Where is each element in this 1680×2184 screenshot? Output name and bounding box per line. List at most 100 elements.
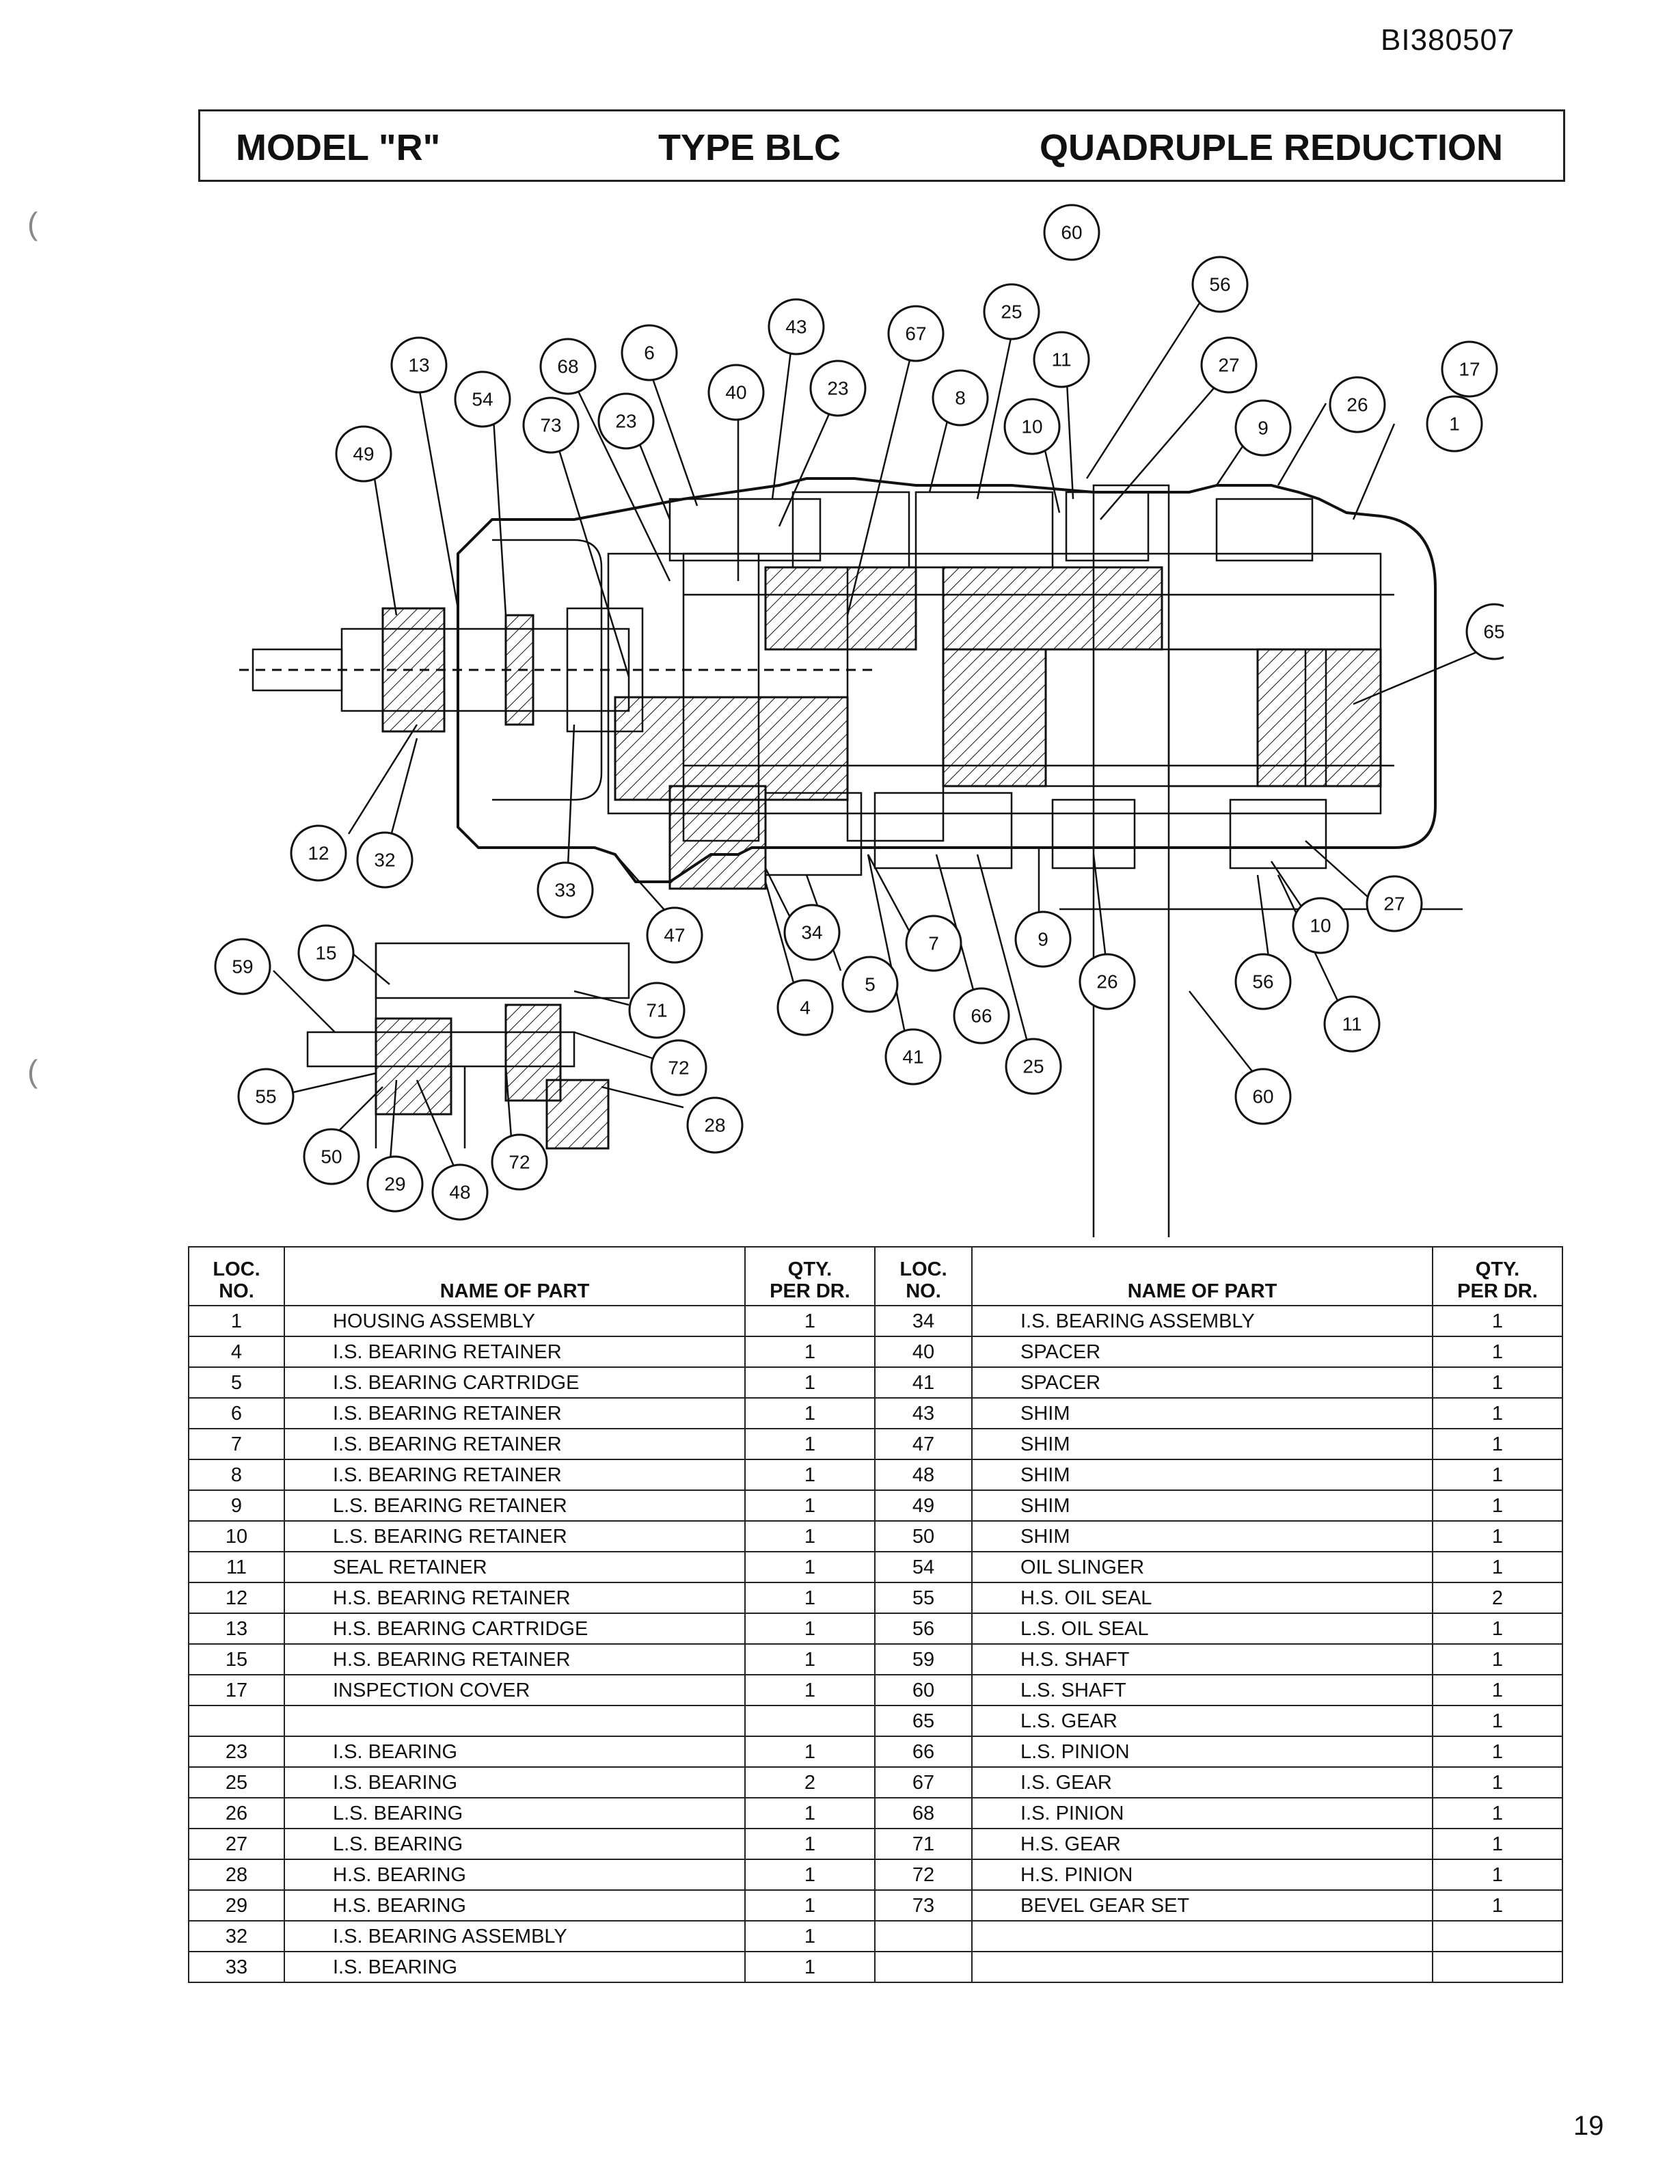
model-title: MODEL "R" [236, 127, 441, 168]
qty-cell: 1 [1432, 1489, 1563, 1522]
part-name-cell: H.S. BEARING [284, 1889, 746, 1922]
svg-text:9: 9 [1038, 929, 1048, 950]
callout-12: 12 [290, 824, 347, 882]
qty-cell: 1 [1432, 1736, 1563, 1768]
callout-72-bottom: 72 [491, 1133, 548, 1191]
qty-cell: 1 [1432, 1613, 1563, 1645]
callout-59: 59 [214, 938, 271, 995]
part-name-cell: L.S. SHAFT [971, 1674, 1433, 1706]
header-loc-no: LOC. NO. [188, 1246, 285, 1306]
part-name-cell: OIL SLINGER [971, 1551, 1433, 1583]
part-name-cell: H.S. BEARING RETAINER [284, 1582, 746, 1614]
loc-cell: 50 [874, 1520, 973, 1552]
qty-cell: 1 [744, 1920, 876, 1952]
svg-text:15: 15 [315, 943, 336, 964]
loc-cell: 67 [874, 1766, 973, 1798]
type-title: TYPE BLC [658, 127, 841, 168]
svg-text:72: 72 [509, 1152, 530, 1173]
reduction-title: QUADRUPLE REDUCTION [1040, 127, 1504, 168]
input-shaft [239, 607, 875, 733]
loc-cell: 43 [874, 1397, 973, 1429]
part-name-cell: I.S. BEARING CARTRIDGE [284, 1366, 746, 1399]
callout-33: 33 [537, 861, 594, 919]
callout-1: 1 [1426, 395, 1483, 453]
svg-text:10: 10 [1021, 416, 1042, 437]
qty-cell: 1 [1432, 1674, 1563, 1706]
callout-54: 54 [454, 370, 511, 428]
callout-32: 32 [356, 831, 414, 889]
loc-cell: 12 [188, 1582, 285, 1614]
callout-9-bottom: 9 [1014, 911, 1072, 968]
qty-cell: 1 [744, 1828, 876, 1860]
loc-cell: 4 [188, 1336, 285, 1368]
callout-55: 55 [237, 1068, 295, 1125]
part-name-cell: H.S. BEARING [284, 1859, 746, 1891]
loc-cell: 41 [874, 1366, 973, 1399]
loc-cell: 28 [188, 1859, 285, 1891]
callout-6: 6 [621, 324, 678, 381]
callout-40: 40 [707, 364, 765, 421]
part-name-cell: SHIM [971, 1428, 1433, 1460]
header-qty-per-dr: QTY. PER DR. [1432, 1246, 1563, 1306]
loc-cell: 59 [874, 1643, 973, 1675]
part-name-cell: I.S. PINION [971, 1797, 1433, 1829]
svg-text:9: 9 [1258, 418, 1269, 439]
svg-text:72: 72 [668, 1057, 689, 1079]
part-name-cell: I.S. BEARING ASSEMBLY [971, 1305, 1433, 1337]
qty-cell: 1 [1432, 1859, 1563, 1891]
part-name-cell: H.S. GEAR [971, 1828, 1433, 1860]
qty-cell: 1 [744, 1674, 876, 1706]
svg-text:29: 29 [384, 1174, 405, 1195]
header-name-of-part: NAME OF PART [284, 1246, 746, 1306]
loc-cell: 7 [188, 1428, 285, 1460]
callout-23-right: 23 [809, 360, 867, 417]
qty-cell: 1 [744, 1305, 876, 1337]
header-qty-per-dr: QTY. PER DR. [744, 1246, 876, 1306]
bearings [668, 491, 1463, 911]
exploded-assembly-drawing: 60 56 43 67 25 13 54 68 6 40 23 11 27 17… [214, 204, 1504, 1237]
part-name-cell: I.S. BEARING RETAINER [284, 1459, 746, 1491]
qty-cell: 1 [744, 1736, 876, 1768]
loc-cell: 11 [188, 1551, 285, 1583]
loc-cell: 54 [874, 1551, 973, 1583]
qty-cell: 1 [1432, 1336, 1563, 1368]
svg-text:23: 23 [615, 411, 636, 432]
callout-8: 8 [932, 369, 989, 427]
loc-cell: 33 [188, 1951, 285, 1983]
svg-text:41: 41 [902, 1047, 923, 1068]
callout-17: 17 [1441, 340, 1498, 398]
svg-text:32: 32 [374, 850, 395, 871]
part-name-cell: I.S. BEARING [284, 1951, 746, 1983]
callout-10-bottom: 10 [1292, 897, 1349, 954]
svg-text:26: 26 [1096, 971, 1117, 993]
svg-text:60: 60 [1061, 222, 1082, 243]
qty-cell: 1 [1432, 1459, 1563, 1491]
part-name-cell: I.S. BEARING RETAINER [284, 1428, 746, 1460]
scan-artifact: ( [27, 206, 38, 241]
svg-text:11: 11 [1342, 1014, 1361, 1035]
svg-text:56: 56 [1252, 971, 1273, 993]
loc-cell: 26 [188, 1797, 285, 1829]
document-code: BI380507 [1381, 23, 1515, 57]
svg-text:34: 34 [801, 922, 822, 943]
svg-text:67: 67 [905, 323, 926, 345]
header-name-of-part: NAME OF PART [971, 1246, 1433, 1306]
callout-26-top: 26 [1329, 376, 1386, 433]
svg-text:23: 23 [827, 378, 848, 399]
loc-cell: 56 [874, 1613, 973, 1645]
qty-cell: 1 [1432, 1766, 1563, 1798]
qty-cell: 1 [1432, 1366, 1563, 1399]
svg-text:49: 49 [353, 444, 374, 465]
qty-cell: 1 [744, 1889, 876, 1922]
part-name-cell: L.S. GEAR [971, 1705, 1433, 1737]
loc-cell: 48 [874, 1459, 973, 1491]
loc-cell: 40 [874, 1336, 973, 1368]
